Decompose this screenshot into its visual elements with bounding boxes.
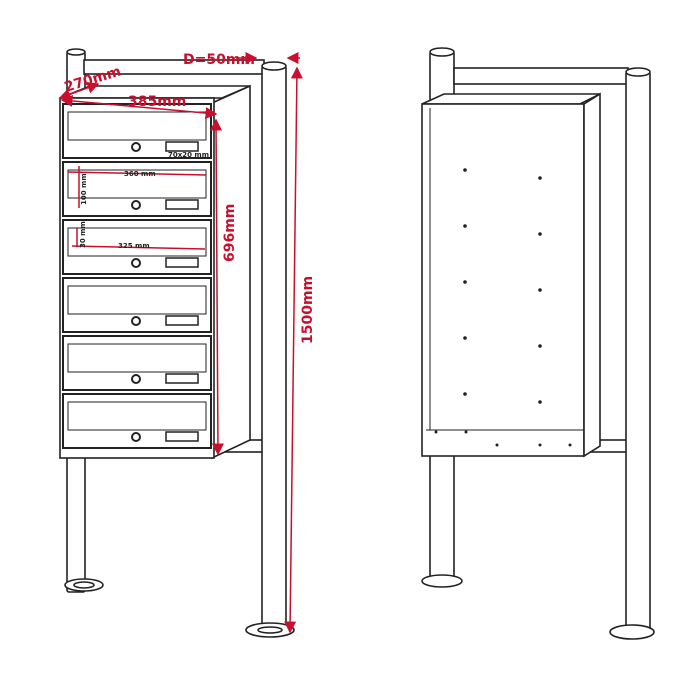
name-plate xyxy=(165,257,199,268)
lock-icon[interactable] xyxy=(131,200,141,210)
hole xyxy=(538,400,542,404)
name-plate xyxy=(165,431,199,442)
hole xyxy=(538,232,542,236)
dim-slot-height: 100 mm xyxy=(80,173,88,205)
hole xyxy=(463,168,467,172)
pole-base xyxy=(421,574,463,588)
mounting-holes xyxy=(434,168,572,447)
mail-slot xyxy=(67,227,207,257)
hole xyxy=(434,430,438,434)
mail-slot xyxy=(67,169,207,199)
mailbox-door[interactable] xyxy=(62,161,212,217)
front-pole-right xyxy=(261,65,287,629)
front-pole-right xyxy=(625,71,651,631)
hole xyxy=(464,430,468,434)
mail-slot xyxy=(67,401,207,431)
hole xyxy=(538,176,542,180)
lock-icon[interactable] xyxy=(131,432,141,442)
hole xyxy=(463,224,467,228)
pole-base xyxy=(609,624,655,640)
name-plate xyxy=(165,141,199,152)
dim-window-height: 30 mm xyxy=(79,221,87,248)
lock-icon[interactable] xyxy=(131,374,141,384)
mailbox-door[interactable] xyxy=(62,335,212,391)
lock-icon[interactable] xyxy=(131,258,141,268)
dim-pole-diameter: D=50mm xyxy=(183,52,255,68)
name-plate xyxy=(165,373,199,384)
hole xyxy=(463,280,467,284)
mail-slot xyxy=(67,285,207,315)
mail-slot xyxy=(67,343,207,373)
name-plate-size: 70x20 mm xyxy=(168,151,209,159)
lock-icon[interactable] xyxy=(131,316,141,326)
mailbox-door[interactable] xyxy=(62,277,212,333)
box-back xyxy=(421,103,585,457)
hole xyxy=(463,336,467,340)
hole xyxy=(568,443,572,447)
hole xyxy=(538,443,542,447)
dim-box-height: 696mm xyxy=(222,204,238,262)
hole xyxy=(538,288,542,292)
top-crossbar xyxy=(453,67,629,85)
dim-total-height: 1500mm xyxy=(300,276,316,344)
mailbox-door[interactable] xyxy=(62,393,212,449)
lock-icon[interactable] xyxy=(131,142,141,152)
dim-slot-width: 360 mm xyxy=(124,170,156,178)
name-plate xyxy=(165,199,199,210)
hole xyxy=(463,392,467,396)
dim-width: 385mm xyxy=(128,94,186,110)
rear-view xyxy=(421,47,655,640)
dim-window-width: 325 mm xyxy=(118,242,150,250)
hole xyxy=(495,443,499,447)
name-plate xyxy=(165,315,199,326)
hole xyxy=(538,344,542,348)
box-top xyxy=(421,93,601,105)
front-view: D=50mm 270mm 385mm 696mm 1500mm 360 mm 1… xyxy=(58,48,316,638)
